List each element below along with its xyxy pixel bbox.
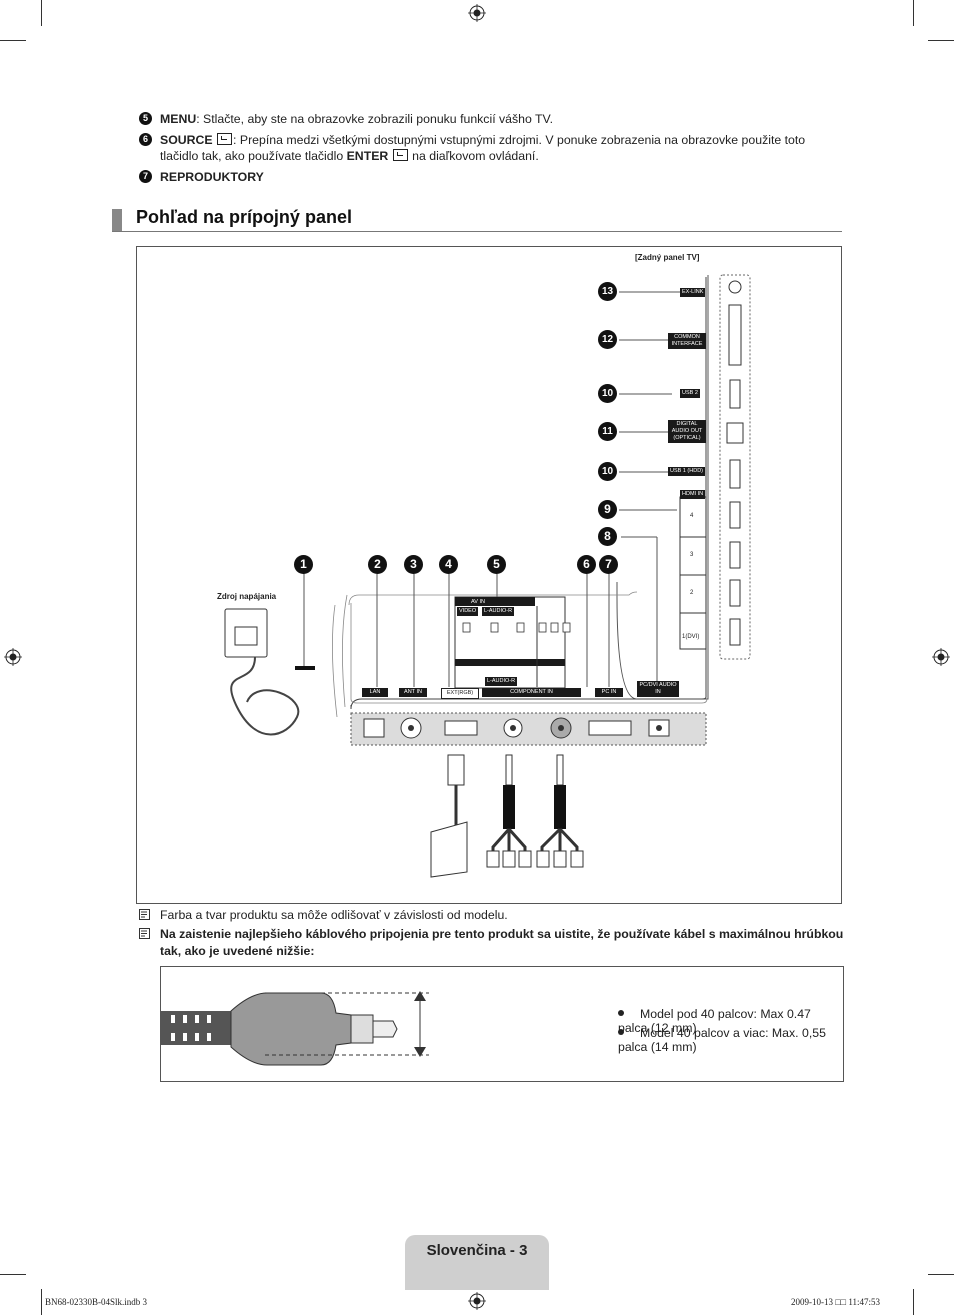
number-badge: 5 <box>139 112 152 125</box>
number-badge: 6 <box>139 133 152 146</box>
rear-panel-label: [Zadný panel TV] <box>635 253 700 262</box>
bullet-icon <box>618 1010 624 1016</box>
hdmi-port-3: 3 <box>690 552 694 558</box>
list-item-speakers: 7 REPRODUKTORY <box>139 169 844 185</box>
item-label: MENU <box>160 112 197 126</box>
port-label-component-in: COMPONENT IN <box>482 688 581 697</box>
item-label: REPRODUKTORY <box>160 170 264 184</box>
callout-10: 10 <box>598 462 617 481</box>
cable-plug-drawing <box>161 991 429 1066</box>
registration-mark-icon <box>468 4 486 22</box>
note-text: Na zaistenie najlepšieho káblového pripo… <box>160 927 844 958</box>
port-label-audio-lr: L-AUDIO-R <box>482 607 515 616</box>
enter-icon <box>392 149 408 161</box>
item-label: SOURCE <box>160 133 213 147</box>
callout-10: 10 <box>598 384 617 403</box>
heading-marker <box>112 209 122 231</box>
hdmi-port-1-dvi: 1(DVI) <box>682 634 700 640</box>
crop-mark <box>928 40 954 41</box>
port-label-audio-lr-bottom: L-AUDIO-R <box>485 677 518 686</box>
callout-13: 13 <box>598 282 617 301</box>
crop-mark <box>41 1289 42 1315</box>
power-label: Zdroj napájania <box>217 592 277 601</box>
registration-mark-icon <box>932 648 950 666</box>
enter-icon <box>217 133 233 145</box>
port-label-ant-in: ANT IN <box>399 688 427 697</box>
note-icon <box>139 909 150 920</box>
port-label-hdmi-in: HDMI IN <box>680 490 706 499</box>
hdmi-port-4: 4 <box>690 513 694 519</box>
callout-2: 2 <box>368 555 387 574</box>
note-cable-thickness: Na zaistenie najlepšieho káblového pripo… <box>139 926 844 960</box>
item-description: : Prepína medzi všetkými dostupnými vstu… <box>160 133 806 163</box>
note-icon <box>139 928 150 939</box>
tv-panel-drawing <box>224 274 751 878</box>
list-item-source: 6 SOURCE : Prepína medzi všetkými dostup… <box>139 132 844 164</box>
callout-8: 8 <box>598 527 617 546</box>
port-label-av-in: AV IN <box>471 599 485 605</box>
crop-mark <box>913 0 914 26</box>
port-label-video: VIDEO <box>457 607 479 616</box>
cable-spec-under-40: Model pod 40 palcov: Max 0.47 palca (12 … <box>618 1007 811 1035</box>
bullet-icon <box>618 1029 624 1035</box>
note-text: Farba a tvar produktu sa môže odlišovať … <box>160 908 508 922</box>
callout-5: 5 <box>487 555 506 574</box>
footer-file-name: BN68-02330B-04Slk.indb 3 <box>45 1297 148 1307</box>
port-label-usb2: USB 2 <box>680 389 700 398</box>
crop-mark <box>928 1274 954 1275</box>
cable-thickness-box: Model pod 40 palcov: Max 0.47 palca (12 … <box>160 966 844 1082</box>
callout-3: 3 <box>404 555 423 574</box>
connection-panel-diagram: [Zadný panel TV] <box>136 246 842 904</box>
note-product-variation: Farba a tvar produktu sa môže odlišovať … <box>139 907 844 924</box>
port-label-usb1-hdd: USB 1 (HDD) <box>668 467 706 476</box>
list-item-menu: 5 MENU: Stlačte, aby ste na obrazovke zo… <box>139 111 844 127</box>
section-title: Pohľad na prípojný panel <box>136 207 352 227</box>
callout-12: 12 <box>598 330 617 349</box>
registration-mark-icon <box>4 648 22 666</box>
port-label-pc-dvi-audio-in: PC/DVI AUDIO IN <box>637 681 679 697</box>
callout-9: 9 <box>598 500 617 519</box>
crop-mark <box>0 40 26 41</box>
port-label-ext-rgb: EXT(RGB) <box>441 688 479 699</box>
registration-mark-icon <box>468 1292 486 1310</box>
page-number: Slovenčina - 3 <box>405 1235 549 1290</box>
number-badge: 7 <box>139 170 152 183</box>
crop-mark <box>0 1274 26 1275</box>
crop-mark <box>41 0 42 26</box>
hdmi-port-2: 2 <box>690 590 694 596</box>
cable-spec-40-and-over: Model 40 palcov a viac: Max. 0,55 palca … <box>618 1026 826 1054</box>
port-label-pc-in: PC IN <box>595 688 623 697</box>
port-label-exlink: EX-LINK <box>680 288 706 297</box>
item-description: : Stlačte, aby ste na obrazovke zobrazil… <box>196 112 554 126</box>
enter-label: ENTER <box>346 149 389 163</box>
port-label-lan: LAN <box>362 688 388 697</box>
callout-6: 6 <box>577 555 596 574</box>
port-label-common-interface: COMMON INTERFACE <box>668 333 706 349</box>
callout-4: 4 <box>439 555 458 574</box>
footer-timestamp: 2009-10-13 □□ 11:47:53 <box>791 1297 881 1307</box>
heading-rule <box>112 231 842 232</box>
crop-mark <box>913 1289 914 1315</box>
item-description-end: na diaľkovom ovládaní. <box>408 149 539 163</box>
port-label-digital-audio-out: DIGITAL AUDIO OUT (OPTICAL) <box>668 420 706 443</box>
callout-1: 1 <box>294 555 313 574</box>
callout-7: 7 <box>599 555 618 574</box>
callout-11: 11 <box>598 422 617 441</box>
